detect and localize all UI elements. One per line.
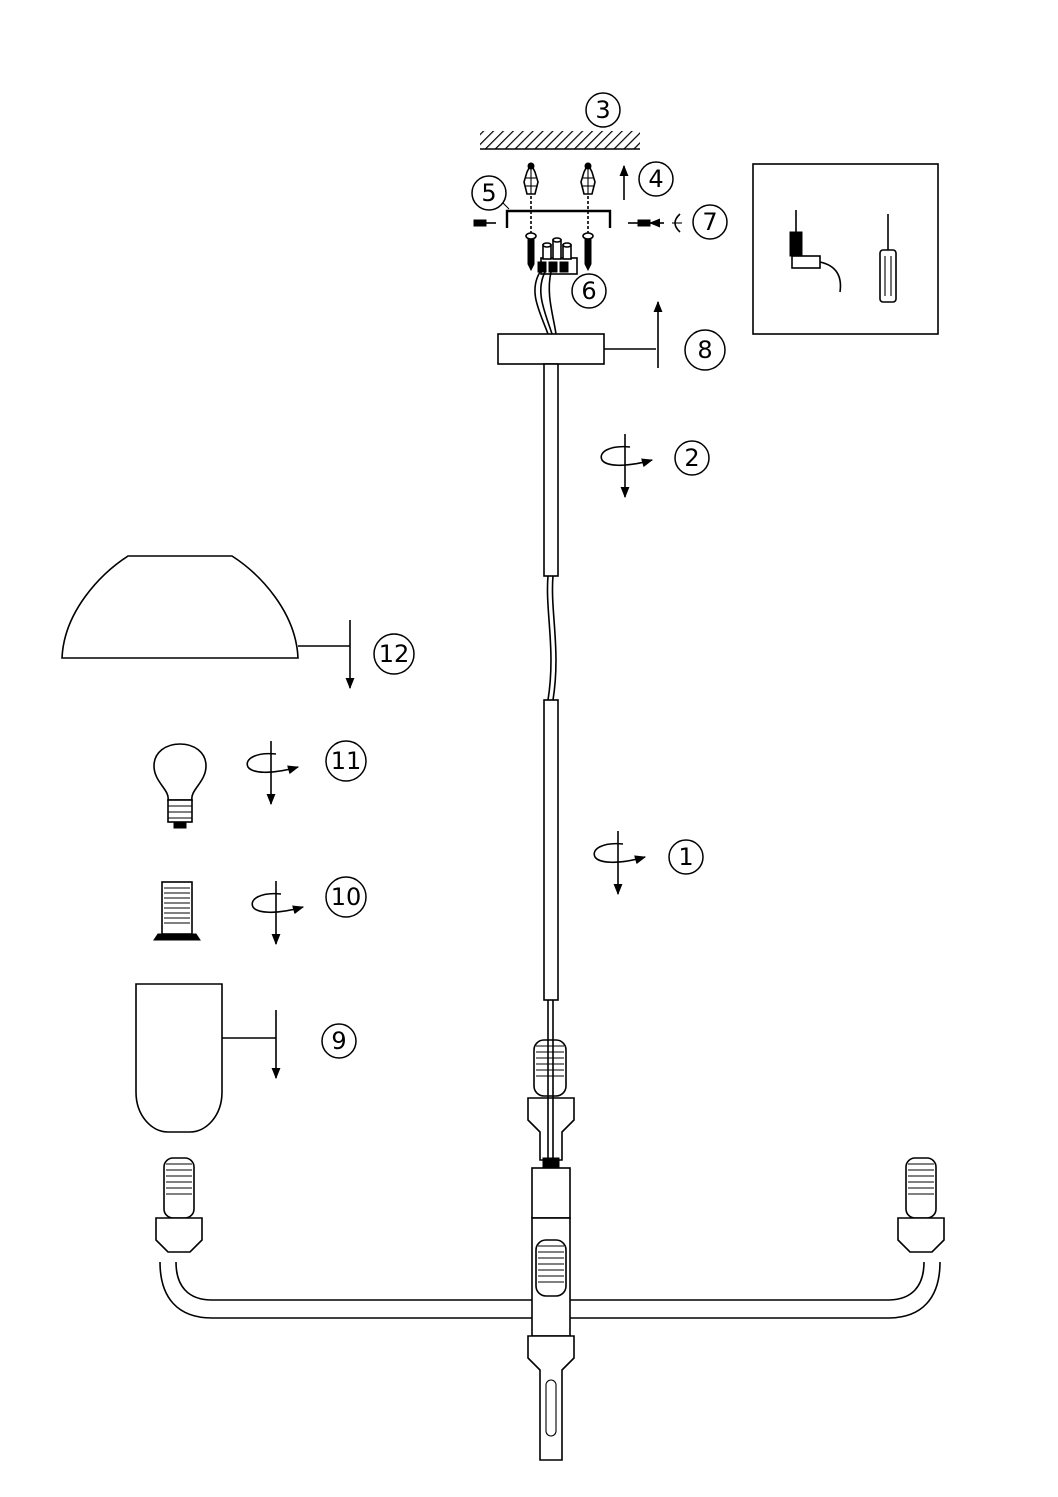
connecting-cable bbox=[546, 575, 557, 701]
light-bulb bbox=[153, 743, 207, 829]
left-arm-socket bbox=[155, 1157, 203, 1253]
side-screw-left bbox=[473, 219, 496, 227]
canopy bbox=[497, 333, 605, 365]
step-4: 4 bbox=[638, 161, 674, 197]
screwdriver-icon bbox=[879, 214, 897, 303]
step-8: 8 bbox=[684, 329, 726, 371]
central-socket-top bbox=[527, 1000, 575, 1169]
step-5-label: 5 bbox=[481, 179, 496, 207]
screw-left bbox=[525, 232, 537, 272]
wall-plug-right bbox=[580, 162, 596, 195]
step-3-label: 3 bbox=[595, 96, 610, 124]
socket-ring bbox=[153, 881, 201, 941]
supply-wires bbox=[534, 271, 557, 335]
rotate-arrow-10 bbox=[251, 881, 305, 946]
step-6: 6 bbox=[571, 273, 607, 309]
step-4-label: 4 bbox=[648, 165, 663, 193]
right-arm-socket bbox=[897, 1157, 945, 1253]
step-9: 9 bbox=[321, 1023, 357, 1059]
step-1-label: 1 bbox=[678, 843, 693, 871]
lower-rod bbox=[543, 699, 559, 1001]
step-10-label: 10 bbox=[331, 883, 362, 911]
drill-icon bbox=[789, 210, 842, 293]
step-11-label: 11 bbox=[331, 747, 362, 775]
step-12-label: 12 bbox=[379, 640, 410, 668]
upper-rod bbox=[543, 363, 559, 577]
step-1: 1 bbox=[668, 839, 704, 875]
step-6-label: 6 bbox=[581, 277, 596, 305]
step-5: 5 bbox=[471, 175, 507, 211]
ceiling bbox=[480, 131, 640, 150]
wall-plug-left bbox=[523, 162, 539, 195]
step-2-label: 2 bbox=[684, 444, 699, 472]
step-2: 2 bbox=[674, 440, 710, 476]
mounting-bracket bbox=[505, 196, 612, 234]
rotate-arrow-1 bbox=[593, 831, 647, 896]
side-screw-right bbox=[628, 218, 664, 228]
screw-right bbox=[582, 232, 594, 272]
rotate-arrow-11 bbox=[246, 741, 300, 806]
lamp-shade bbox=[61, 555, 299, 659]
rotate-arrow-2 bbox=[600, 434, 654, 499]
tools-box bbox=[752, 163, 939, 335]
step-12: 12 bbox=[373, 633, 415, 675]
step-9-label: 9 bbox=[331, 1027, 346, 1055]
terminal-block bbox=[537, 237, 578, 275]
step-3: 3 bbox=[585, 92, 621, 128]
central-body bbox=[527, 1167, 575, 1461]
step-11: 11 bbox=[325, 740, 367, 782]
step-8-label: 8 bbox=[697, 336, 712, 364]
lamp-arms bbox=[159, 1261, 941, 1319]
glass-cup bbox=[135, 983, 223, 1133]
step-10: 10 bbox=[325, 876, 367, 918]
step-7-label: 7 bbox=[702, 208, 717, 236]
step-7: 7 bbox=[692, 204, 728, 240]
